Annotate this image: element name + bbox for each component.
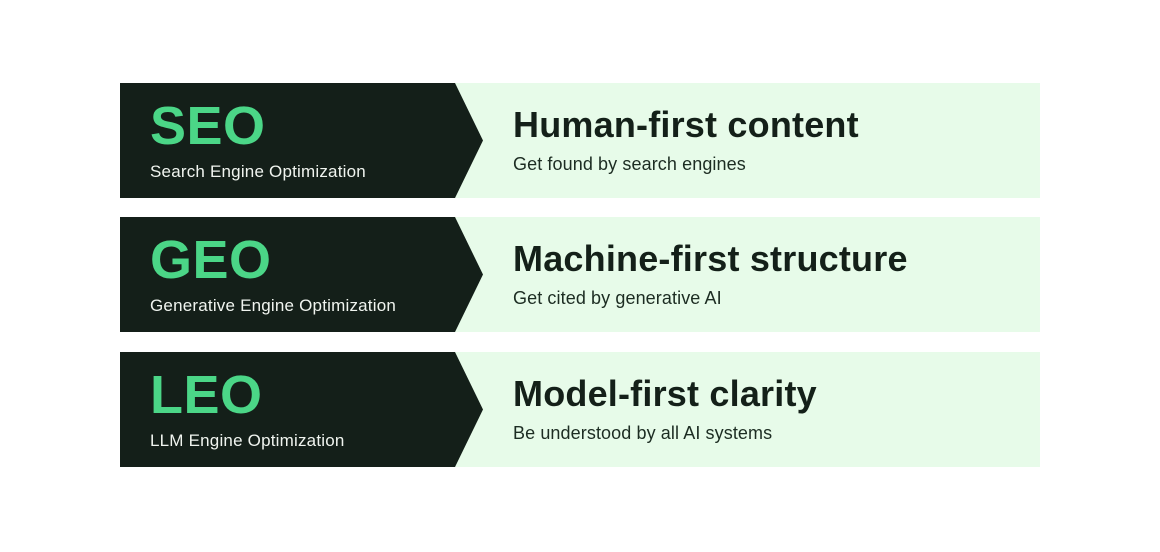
leo-description-panel: Model-first clarity Be understood by all… (513, 352, 1040, 467)
band-leo: LEO LLM Engine Optimization Model-first … (120, 352, 1040, 467)
leo-acronym-label: LEO (150, 365, 263, 425)
band-geo: GEO Generative Engine Optimization Machi… (120, 217, 1040, 332)
geo-description-panel: Machine-first structure Get cited by gen… (513, 217, 1040, 332)
geo-subtitle: Get cited by generative AI (513, 288, 722, 309)
geo-title: Machine-first structure (513, 237, 908, 279)
seo-arrow-block: SEO Search Engine Optimization (120, 83, 483, 198)
seo-subtitle: Get found by search engines (513, 154, 746, 175)
seo-acronym-label: SEO (150, 96, 266, 156)
band-seo: SEO Search Engine Optimization Human-fir… (120, 83, 1040, 198)
leo-full-name-label: LLM Engine Optimization (150, 431, 345, 450)
geo-acronym-label: GEO (150, 230, 272, 290)
seo-full-name-label: Search Engine Optimization (150, 162, 366, 181)
seo-title: Human-first content (513, 103, 859, 145)
leo-title: Model-first clarity (513, 372, 817, 414)
geo-arrow-block: GEO Generative Engine Optimization (120, 217, 483, 332)
leo-subtitle: Be understood by all AI systems (513, 423, 773, 444)
seo-description-panel: Human-first content Get found by search … (513, 83, 1040, 198)
geo-full-name-label: Generative Engine Optimization (150, 296, 397, 315)
leo-arrow-block: LEO LLM Engine Optimization (120, 352, 483, 467)
